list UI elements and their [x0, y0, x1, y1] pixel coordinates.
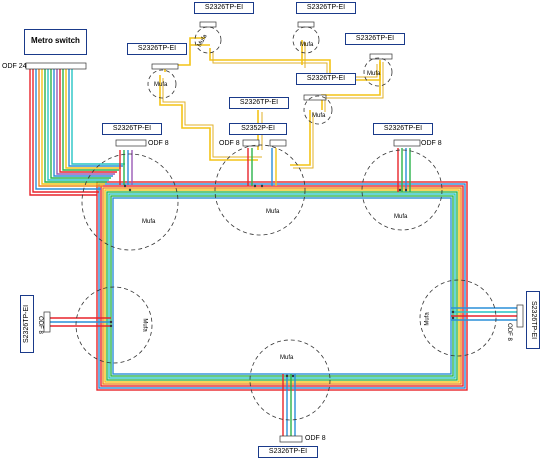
switch-left-side: S2326TP-EI: [20, 295, 34, 353]
core-feed-fibers: [29, 68, 125, 196]
mufa-right-side: [419, 279, 497, 357]
odf-bottom: [279, 435, 303, 443]
mufa-label-top-left: Mufa: [154, 82, 168, 88]
mufa-label-center: Mufa: [266, 209, 280, 215]
switch-center-low: S2352P-EI: [229, 123, 287, 135]
switch-top-mid: S2326TP-EI: [296, 2, 356, 14]
mufa-label-top-mid: Mufa: [300, 42, 314, 48]
odf-core: [25, 62, 87, 70]
switch-top-right-mid: S2326TP-EI: [296, 73, 356, 85]
main-ring-fibers: [96, 181, 468, 391]
mufa-label-left-side: Mufa: [141, 318, 148, 332]
mufa-top-left-mid: [194, 26, 222, 54]
mufa-right-top: [361, 149, 443, 231]
mufa-left-side: [75, 286, 153, 364]
switch-top-left: S2326TP-EI: [127, 43, 187, 55]
branch-fibers: [50, 148, 520, 440]
splice-dots: [109, 184, 455, 378]
odf-right-top: [393, 139, 421, 147]
mufa-top-mid: [292, 26, 320, 54]
mufa-center-top: [214, 144, 306, 236]
switch-ring-right-top: S2326TP-EI: [373, 123, 433, 135]
switch-right-top: S2326TP-EI: [345, 33, 405, 45]
odf-label-bottom: ODF 8: [305, 435, 326, 442]
odf-label-left-side: ODF 8: [36, 316, 43, 334]
metro-switch-box: Metro switch: [24, 29, 87, 55]
odf-label-right-side: ODF 8: [505, 323, 512, 341]
mufa-bottom: [249, 339, 331, 421]
mufa-circles: [75, 26, 497, 421]
odf-label-core: ODF 24: [2, 63, 27, 70]
odf-center-a: [242, 139, 260, 147]
odf-left-top: [115, 139, 147, 147]
odf-right-side: [516, 304, 524, 328]
mufa-right-top-small: [363, 57, 393, 87]
mufa-top-left: [147, 69, 177, 99]
switch-bottom: S2326TP-EI: [258, 446, 318, 458]
switch-right-side: S2326TP-EI: [526, 291, 540, 349]
odf-center-b: [269, 139, 287, 147]
odf-left-side: [43, 311, 51, 333]
odf-panels: [25, 21, 524, 443]
switch-center-top: S2326TP-EI: [229, 97, 289, 109]
mufa-left-top: [81, 153, 179, 251]
switch-top-left-mid: S2326TP-EI: [194, 2, 254, 14]
mufa-label-right-side: Mufa: [424, 312, 431, 326]
odf-label-left-top: ODF 8: [148, 140, 169, 147]
mufa-label-bottom: Mufa: [280, 355, 294, 361]
mufa-label-center-small: Mufa: [312, 113, 326, 119]
mufa-label-right-top: Mufa: [394, 214, 408, 220]
mufa-label-right-top-small: Mufa: [367, 71, 381, 77]
odf-label-center: ODF 8: [219, 140, 240, 147]
mufa-label-left-top: Mufa: [142, 219, 156, 225]
odf-label-right-top: ODF 8: [421, 140, 442, 147]
mufa-center-small: [303, 95, 333, 125]
switch-ring-left-top: S2326TP-EI: [102, 123, 162, 135]
